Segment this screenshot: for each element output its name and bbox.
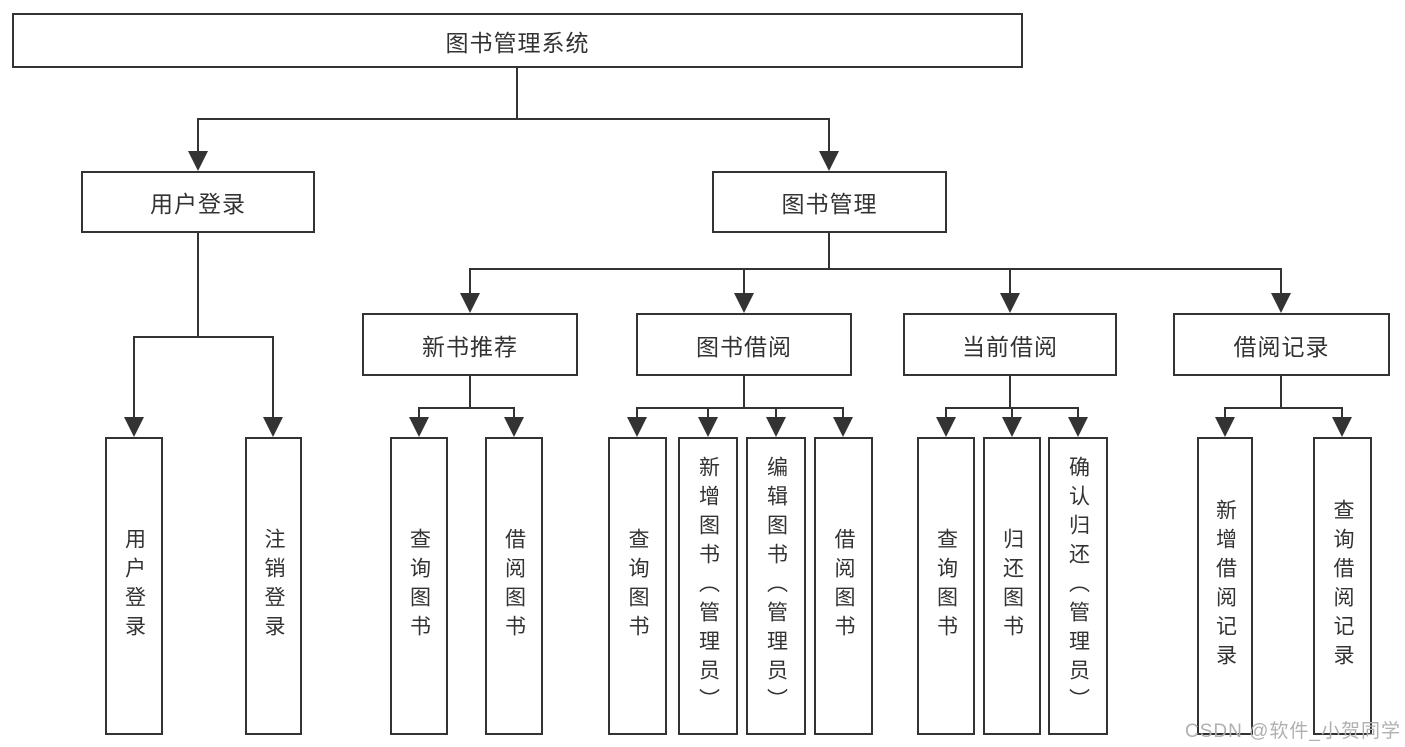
leaf-return-books-label: 归还图书 <box>1000 528 1024 644</box>
arrow-down-icon <box>1332 417 1352 437</box>
arrow-down-icon <box>936 417 956 437</box>
connector-line <box>743 268 745 293</box>
leaf-borrow-books-label: 借阅图书 <box>832 528 855 644</box>
arrow-down-icon <box>1068 417 1088 437</box>
arrow-down-icon <box>1002 417 1022 437</box>
node-new-book-recommend: 新书推荐 <box>362 313 578 376</box>
leaf-confirm-return-admin-label: 确认归还（管理员） <box>1066 455 1090 717</box>
leaf-current-query-books-label: 查询图书 <box>934 528 958 644</box>
connector-line <box>945 407 947 417</box>
connector-line <box>636 407 638 417</box>
node-root: 图书管理系统 <box>12 13 1023 68</box>
leaf-edit-books-admin: 编辑图书（管理员） <box>746 437 806 735</box>
leaf-recommend-borrow-books-label: 借阅图书 <box>502 528 526 644</box>
connector-line <box>828 233 830 268</box>
node-borrowing-records-label: 借阅记录 <box>1233 333 1330 360</box>
connector-line <box>469 376 471 407</box>
node-book-management-label: 图书管理 <box>781 191 878 217</box>
node-user-login: 用户登录 <box>81 171 315 233</box>
leaf-user-login-label: 用户登录 <box>122 528 146 644</box>
arrow-down-icon <box>627 417 647 437</box>
connector-line <box>513 407 515 417</box>
connector-line <box>1280 268 1282 293</box>
arrow-down-icon <box>504 417 524 437</box>
leaf-query-borrow-record-label: 查询借阅记录 <box>1331 499 1354 673</box>
arrow-down-icon <box>1271 293 1291 313</box>
connector-line <box>1224 407 1226 417</box>
leaf-recommend-query-books-label: 查询图书 <box>407 528 431 644</box>
node-book-management: 图书管理 <box>712 171 947 233</box>
connector-line <box>418 407 515 409</box>
connector-line <box>636 407 844 409</box>
arrow-down-icon <box>124 417 144 437</box>
node-book-borrowing-label: 图书借阅 <box>696 333 792 360</box>
arrow-down-icon <box>833 417 853 437</box>
connector-line <box>1341 407 1343 417</box>
connector-line <box>1280 376 1282 407</box>
arrow-down-icon <box>1215 417 1235 437</box>
connector-line <box>842 407 844 417</box>
connector-line <box>1077 407 1079 417</box>
arrow-down-icon <box>1000 293 1020 313</box>
connector-line <box>1224 407 1342 409</box>
connector-line <box>775 407 777 417</box>
node-new-book-recommend-label: 新书推荐 <box>422 333 518 360</box>
leaf-borrowing-query-books-label: 查询图书 <box>626 528 649 644</box>
connector-line <box>469 268 1282 270</box>
node-current-borrowing: 当前借阅 <box>903 313 1117 376</box>
connector-line <box>197 233 199 336</box>
leaf-add-borrow-record-label: 新增借阅记录 <box>1213 499 1237 673</box>
leaf-add-borrow-record: 新增借阅记录 <box>1197 437 1253 735</box>
leaf-confirm-return-admin: 确认归还（管理员） <box>1048 437 1108 735</box>
csdn-watermark: CSDN @软件_小贺同学 <box>1185 721 1401 742</box>
connector-line <box>828 118 830 151</box>
leaf-recommend-borrow-books: 借阅图书 <box>485 437 543 735</box>
arrow-down-icon <box>698 417 718 437</box>
arrow-down-icon <box>734 293 754 313</box>
arrow-down-icon <box>188 151 208 171</box>
connector-line <box>469 268 471 293</box>
connector-line <box>133 336 135 417</box>
connector-line <box>707 407 709 417</box>
arrow-down-icon <box>263 417 283 437</box>
node-current-borrowing-label: 当前借阅 <box>962 333 1058 360</box>
arrow-down-icon <box>819 151 839 171</box>
arrow-down-icon <box>766 417 786 437</box>
arrow-down-icon <box>460 293 480 313</box>
leaf-user-login: 用户登录 <box>105 437 163 735</box>
connector-line <box>197 118 199 151</box>
node-book-borrowing: 图书借阅 <box>636 313 852 376</box>
node-root-label: 图书管理系统 <box>445 29 590 56</box>
node-borrowing-records: 借阅记录 <box>1173 313 1390 376</box>
leaf-add-books-admin: 新增图书（管理员） <box>678 437 738 735</box>
connector-line <box>1009 268 1011 293</box>
leaf-add-books-admin-label: 新增图书（管理员） <box>696 455 720 717</box>
leaf-logout-label: 注销登录 <box>262 528 285 644</box>
connector-line <box>272 336 274 417</box>
connector-line <box>1011 407 1013 417</box>
connector-line <box>1009 376 1011 407</box>
connector-line <box>133 336 274 338</box>
connector-line <box>418 407 420 417</box>
leaf-current-query-books: 查询图书 <box>917 437 975 735</box>
connector-line <box>197 118 830 120</box>
leaf-query-borrow-record: 查询借阅记录 <box>1313 437 1372 735</box>
leaf-borrowing-query-books: 查询图书 <box>608 437 667 735</box>
leaf-return-books: 归还图书 <box>983 437 1041 735</box>
leaf-logout: 注销登录 <box>245 437 302 735</box>
connector-line <box>516 68 518 118</box>
connector-line <box>743 376 745 407</box>
leaf-recommend-query-books: 查询图书 <box>390 437 448 735</box>
arrow-down-icon <box>409 417 429 437</box>
leaf-borrow-books: 借阅图书 <box>814 437 873 735</box>
leaf-edit-books-admin-label: 编辑图书（管理员） <box>764 455 788 717</box>
node-user-login-label: 用户登录 <box>150 191 246 217</box>
